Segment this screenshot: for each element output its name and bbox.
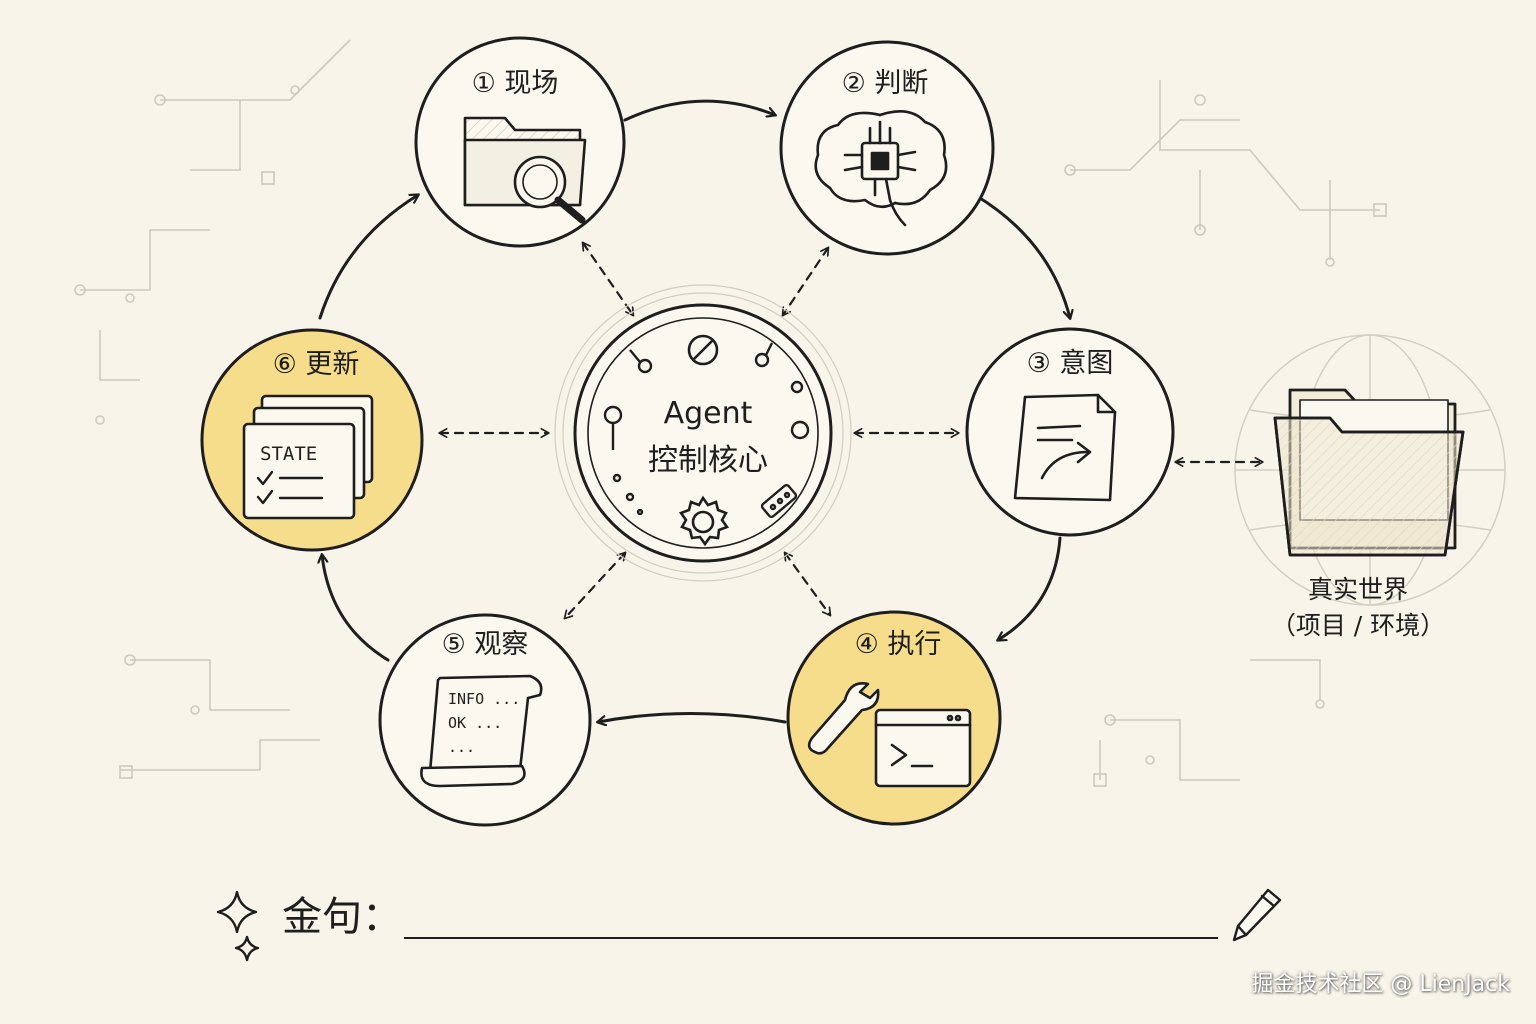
node-execute[interactable]: ④ 执行 [786,610,1002,826]
pencil-icon[interactable] [1232,888,1282,942]
wrench-terminal-icon [807,682,972,788]
gear-icon [678,495,730,547]
arrow-judgement-to-intent [973,193,1070,318]
cycle-arrows [318,99,1070,723]
quote-label: 金句： [282,894,402,940]
check-list-icon [256,470,324,505]
core-links [438,241,1264,620]
node-judgement[interactable]: ② 判断 [779,40,995,256]
node-intent[interactable]: ③ 意图 [965,327,1175,537]
link-core-judgement [781,246,830,317]
circuit-traces [74,39,1387,787]
state-card-text: STATE [260,443,317,465]
link-core-execute [783,551,832,617]
state-cards-icon [242,394,374,520]
node-scene-label: ① 现场 [472,68,559,99]
node-update-label: ⑥ 更新 [273,349,360,380]
link-core-scene [581,241,635,317]
document-arrow-icon [1013,393,1117,502]
prohibited-icon [687,334,719,366]
node-observe-label: ⑤ 观察 [442,629,529,660]
node-dot-icon [629,342,810,440]
sparkle-icon [216,890,260,962]
agent-core[interactable]: Agent 控制核心 [554,284,852,582]
quote-area[interactable]: 金句： [216,888,1282,962]
node-judgement-label: ② 判断 [842,68,929,99]
arrow-intent-to-execute [998,536,1062,640]
brain-chip-icon [814,109,948,227]
switch-icon [760,483,798,519]
core-title: Agent [664,396,753,431]
node-execute-label: ④ 执行 [855,629,942,660]
node-update[interactable]: ⑥ 更新 STATE [200,328,424,552]
open-folder-icon [1273,388,1465,557]
node-intent-label: ③ 意图 [1027,348,1114,379]
node-scene[interactable]: ① 现场 [414,36,626,248]
log-scroll-icon [420,674,543,788]
log-line-3: ... [448,738,475,756]
arrow-update-to-scene [318,195,418,320]
arrow-scene-to-judgement [623,99,775,122]
log-line-1: INFO ... [448,690,520,708]
arrow-observe-to-update [322,555,390,662]
search-icon [603,405,644,516]
world-label: 真实世界 [1308,575,1408,604]
arrow-execute-to-observe [598,712,787,723]
world-sublabel: （项目 / 环境） [1271,611,1445,640]
real-world[interactable]: 真实世界 （项目 / 环境） [1271,388,1465,640]
node-observe[interactable]: ⑤ 观察 INFO ... OK ... ... [378,613,592,827]
folder-search-icon [463,116,587,224]
watermark: 掘金技术社区 @ LienJack [1251,972,1510,997]
link-core-observe [563,551,627,620]
log-line-2: OK ... [448,714,502,732]
core-subtitle: 控制核心 [648,443,768,478]
core-glow-rings [554,284,852,582]
